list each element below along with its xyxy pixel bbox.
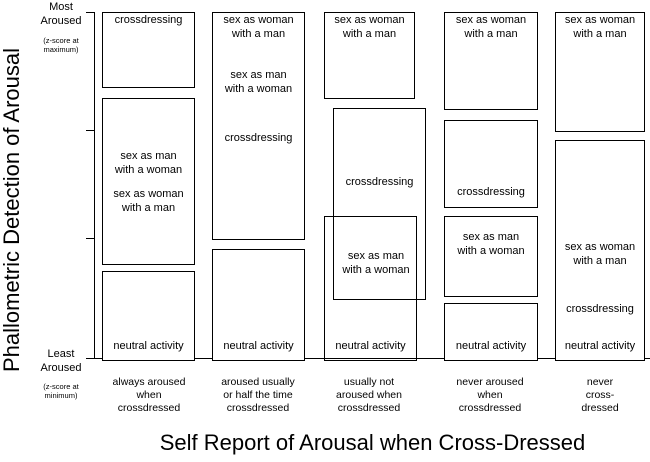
label-col2-crossdressing: crossdressing <box>224 132 293 144</box>
label-col1-sex-woman: sex as woman with a man <box>113 188 184 214</box>
label-col1-neutral: neutral activity <box>113 340 184 352</box>
box-col2-group <box>212 12 305 240</box>
box-col1-sex <box>102 98 195 265</box>
box-col4-sex-woman <box>444 12 538 110</box>
y-tick <box>86 130 94 131</box>
label-col3-neutral: neutral activity <box>335 340 406 352</box>
label-col4-crossdressing: crossdressing <box>457 186 525 198</box>
x-axis-title: Self Report of Arousal when Cross-Dresse… <box>159 430 586 455</box>
x-category-2: aroused usually or half the time crossdr… <box>221 376 295 414</box>
label-col4-sex-man: sex as man with a woman <box>457 231 525 257</box>
label-col4-sex-woman: sex as woman with a man <box>455 14 527 40</box>
label-col2-neutral: neutral activity <box>223 340 294 352</box>
x-category-5: never cross- dressed <box>581 376 619 414</box>
box-col4-crossdressing <box>444 120 538 208</box>
box-col4-neutral <box>444 303 538 361</box>
box-col2-neutral <box>212 249 305 361</box>
box-col5-group <box>555 140 645 361</box>
box-col5-sex-woman-top <box>555 12 645 132</box>
y-top-label: Most Aroused <box>40 1 82 27</box>
y-bottom-sublabel: (z-score at minimum) <box>43 382 79 400</box>
x-category-3: usually not aroused when crossdressed <box>336 376 402 414</box>
box-col3-lower <box>324 216 417 361</box>
label-col5-neutral: neutral activity <box>564 340 636 352</box>
label-col5-sex-woman: sex as woman with a man <box>564 241 636 267</box>
label-col3-crossdressing: crossdressing <box>345 176 414 188</box>
box-col4-sex-man <box>444 216 538 297</box>
y-axis-title: Phallometric Detection of Arousal <box>0 47 24 373</box>
label-col1-sex-man: sex as man with a woman <box>114 150 183 176</box>
y-bottom-label: Least Aroused <box>40 348 82 374</box>
box-col1-crossdressing <box>102 12 195 88</box>
label-col3-sex-woman: sex as woman with a man <box>334 14 405 40</box>
label-col4-neutral: neutral activity <box>455 340 527 352</box>
x-category-1: always aroused when crossdressed <box>112 376 186 414</box>
label-col5-crossdressing: crossdressing <box>566 303 634 315</box>
x-category-4: never aroused when crossdressed <box>456 376 524 414</box>
label-col2-sex-man: sex as man with a woman <box>224 69 293 95</box>
box-col3-crossdressing <box>333 108 426 300</box>
box-col3-sex-woman <box>324 12 415 99</box>
label-col1-crossdressing: crossdressing <box>114 14 183 26</box>
y-tick <box>86 358 94 359</box>
label-col5-sex-woman-top: sex as woman with a man <box>564 14 636 40</box>
label-col2-sex-woman: sex as woman with a man <box>223 14 294 40</box>
y-top-sublabel: (z-score at maximum) <box>43 36 79 54</box>
y-axis-line <box>94 12 95 358</box>
label-col3-sex-man: sex as man with a woman <box>342 250 410 276</box>
x-axis-line <box>94 358 650 359</box>
box-col1-neutral <box>102 271 195 361</box>
y-tick <box>86 238 94 239</box>
y-tick <box>86 12 94 13</box>
